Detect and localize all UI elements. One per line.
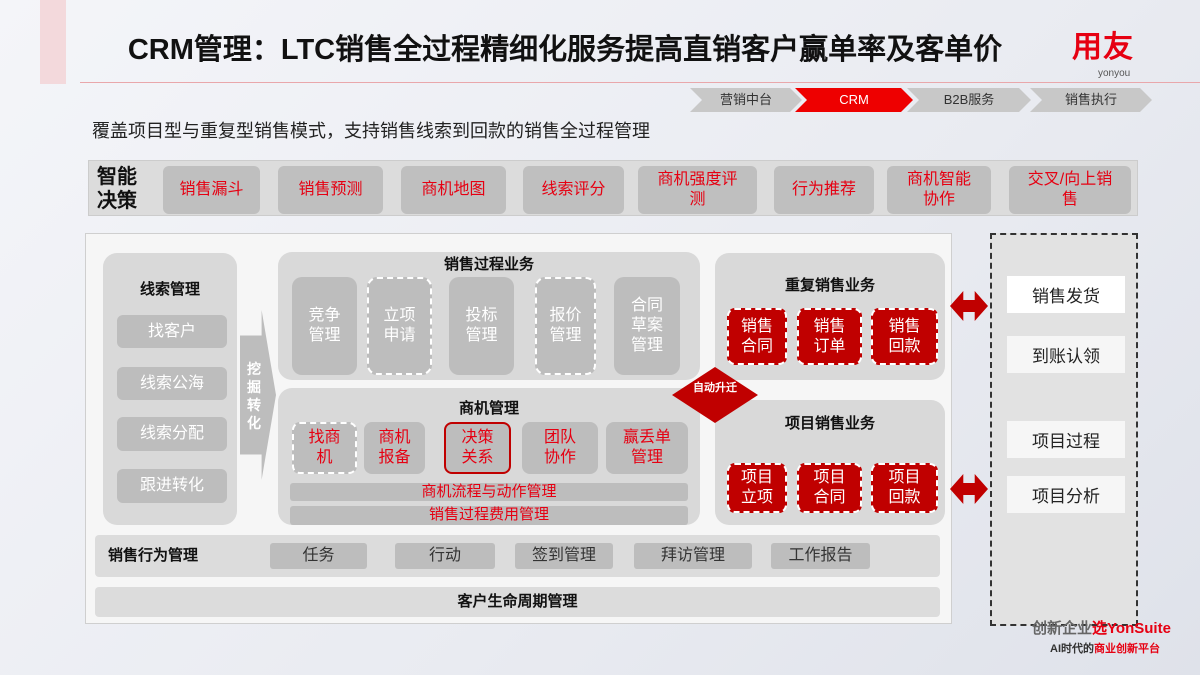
repeat-item[interactable]: 销售回款 <box>871 308 938 365</box>
slogan-b: 选YonSuite <box>1092 620 1171 637</box>
opportunity-bar[interactable]: 销售过程费用管理 <box>290 506 688 525</box>
opportunity-bar[interactable]: 商机流程与动作管理 <box>290 483 688 501</box>
decision-item[interactable]: 线索评分 <box>523 166 624 214</box>
crumb-b2b[interactable]: B2B服务 <box>907 88 1031 112</box>
leads-title: 线索管理 <box>139 281 200 298</box>
leads-item[interactable]: 线索分配 <box>117 417 227 451</box>
decision-item[interactable]: 行为推荐 <box>774 166 874 214</box>
right-item[interactable]: 销售发货 <box>1007 276 1125 313</box>
right-item[interactable]: 到账认领 <box>1007 336 1125 373</box>
behavior-item[interactable]: 行动 <box>395 543 495 569</box>
process-title: 销售过程业务 <box>443 256 534 273</box>
slogan-a: 创新企业 <box>1032 620 1093 637</box>
leads-item[interactable]: 线索公海 <box>117 367 227 400</box>
behavior-item[interactable]: 拜访管理 <box>634 543 752 569</box>
crumb-marketing[interactable]: 营销中台 <box>690 88 802 112</box>
process-item[interactable]: 报价管理 <box>535 277 596 375</box>
page-title: CRM管理：LTC销售全过程精细化服务提高直销客户赢单率及客单价 <box>127 34 1003 66</box>
decision-item[interactable]: 商机地图 <box>401 166 506 214</box>
repeat-item[interactable]: 销售合同 <box>727 308 787 365</box>
double-arrow-icon <box>950 474 988 504</box>
process-item[interactable]: 合同草案管理 <box>614 277 680 375</box>
divider <box>80 82 1200 83</box>
behavior-item[interactable]: 签到管理 <box>515 543 613 569</box>
subtitle: 覆盖项目型与重复型销售模式，支持销售线索到回款的销售全过程管理 <box>92 121 650 141</box>
opportunity-item[interactable]: 商机报备 <box>364 422 425 474</box>
leads-item[interactable]: 跟进转化 <box>117 469 227 503</box>
project-item[interactable]: 项目合同 <box>797 463 862 513</box>
decision-item[interactable]: 交叉/向上销售 <box>1009 166 1131 214</box>
decision-item[interactable]: 销售漏斗 <box>163 166 260 214</box>
double-arrow-icon <box>950 291 988 321</box>
crumb-crm[interactable]: CRM <box>795 88 913 112</box>
process-item[interactable]: 投标管理 <box>449 277 514 375</box>
behavior-item[interactable]: 任务 <box>270 543 367 569</box>
project-item[interactable]: 项目回款 <box>871 463 938 513</box>
tag-b: 商业创新平台 <box>1094 643 1160 655</box>
auto-upgrade-label: 自动升迁 <box>693 382 737 394</box>
opportunity-item[interactable]: 决策关系 <box>444 422 511 474</box>
process-item[interactable]: 竞争管理 <box>292 277 357 375</box>
lifecycle-bar: 客户生命周期管理 <box>95 587 940 617</box>
repeat-item[interactable]: 销售订单 <box>797 308 862 365</box>
footer-tagline: AI时代的商业创新平台 <box>1050 642 1160 656</box>
tag-a: AI时代的 <box>1050 643 1094 655</box>
repeat-title: 重复销售业务 <box>784 277 875 294</box>
decision-item[interactable]: 商机强度评测 <box>638 166 757 214</box>
leads-item[interactable]: 找客户 <box>117 315 227 348</box>
footer-slogan: 创新企业选YonSuite <box>1032 620 1171 638</box>
process-item[interactable]: 立项申请 <box>367 277 432 375</box>
decor-block <box>40 0 66 84</box>
yonyou-logo-sub: yonyou <box>1098 68 1131 79</box>
decision-item[interactable]: 商机智能协作 <box>887 166 991 214</box>
right-item[interactable]: 项目分析 <box>1007 476 1125 513</box>
behavior-item[interactable]: 工作报告 <box>771 543 870 569</box>
opportunity-title: 商机管理 <box>458 400 519 417</box>
decision-label: 智能决策 <box>97 166 137 212</box>
behavior-label: 销售行为管理 <box>108 547 199 564</box>
opportunity-item[interactable]: 赢丢单管理 <box>606 422 688 474</box>
project-item[interactable]: 项目立项 <box>727 463 787 513</box>
decision-item[interactable]: 销售预测 <box>278 166 383 214</box>
convert-label: 挖掘转化 <box>247 361 261 431</box>
right-item[interactable]: 项目过程 <box>1007 421 1125 458</box>
opportunity-item[interactable]: 团队协作 <box>522 422 598 474</box>
crumb-execution[interactable]: 销售执行 <box>1030 88 1152 112</box>
opportunity-item[interactable]: 找商机 <box>292 422 357 474</box>
yonyou-logo: 用友 <box>1072 31 1134 64</box>
project-title: 项目销售业务 <box>784 415 875 432</box>
